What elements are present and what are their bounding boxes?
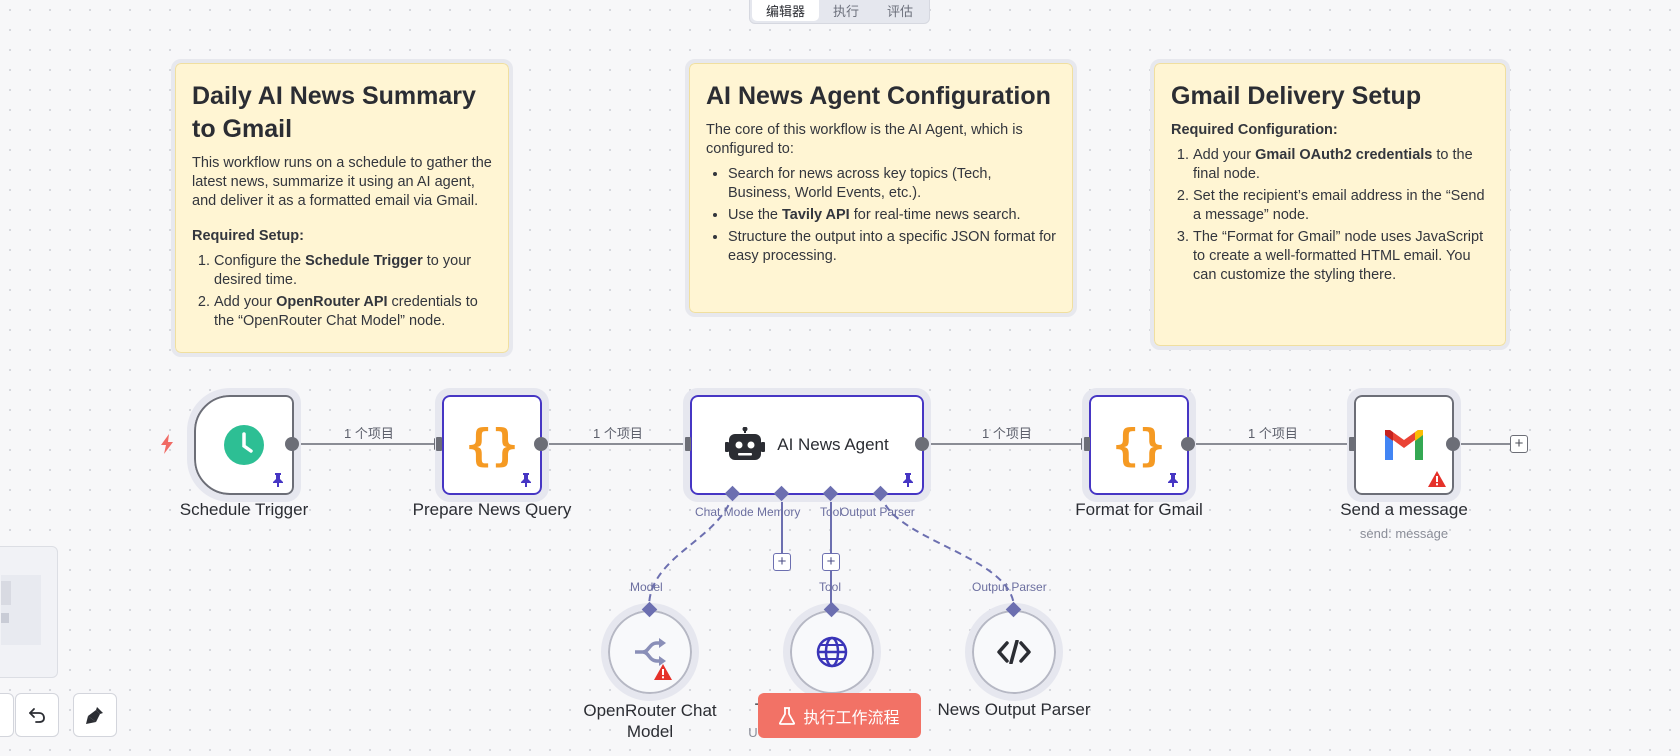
node-label-send-a-message: Send a message — [1340, 500, 1468, 519]
node-tavily-tool[interactable] — [783, 603, 881, 701]
node-ai-news-agent[interactable]: AI News Agent — [683, 388, 931, 502]
sub-label-model: Model — [630, 580, 663, 594]
output-port[interactable] — [915, 437, 929, 451]
node-prepare-news-query[interactable]: {} — [435, 388, 549, 502]
node-label-prepare-news-query: Prepare News Query — [412, 500, 572, 519]
undo-button[interactable] — [15, 693, 59, 737]
undo-icon — [29, 708, 45, 723]
sticky-summary-title: Daily AI News Summary to Gmail — [192, 82, 476, 143]
node-label-schedule-trigger: Schedule Trigger — [179, 500, 309, 519]
add-memory-button[interactable]: + — [773, 553, 791, 571]
node-label-news-output-parser: News Output Parser — [937, 700, 1091, 719]
sticky-summary-setup-heading: Required Setup: — [192, 228, 304, 244]
add-node-button[interactable]: + — [1510, 435, 1528, 453]
clock-icon — [224, 425, 264, 465]
minimap-block — [1, 613, 9, 623]
code-icon — [997, 640, 1031, 664]
input-port[interactable] — [1084, 437, 1090, 451]
node-label-openrouter-chat-model: OpenRouter Chat Model — [583, 701, 717, 741]
ai-agent-title: AI News Agent — [777, 435, 889, 454]
warning-icon — [654, 664, 672, 680]
sticky-agent-bullet: Search for news across key topics (Tech,… — [728, 165, 1056, 203]
output-port[interactable] — [285, 437, 299, 451]
sticky-note-gmail[interactable]: Gmail Delivery Setup Required Configurat… — [1150, 59, 1510, 350]
pin-icon — [1168, 473, 1178, 487]
add-tool-button[interactable]: + — [822, 553, 840, 571]
port-label-memory: Memory — [757, 505, 801, 519]
pin-icon — [273, 473, 283, 487]
execute-workflow-button[interactable]: 执行工作流程 — [758, 693, 921, 738]
openrouter-icon — [635, 638, 666, 666]
braces-icon: {} — [1112, 419, 1166, 471]
output-port[interactable] — [1181, 437, 1195, 451]
gmail-icon — [1385, 430, 1423, 460]
pin-icon — [521, 473, 531, 487]
warning-icon — [1428, 471, 1446, 487]
port-label-tool: Tool — [820, 505, 841, 519]
output-port[interactable] — [534, 437, 548, 451]
trigger-bolt-icon — [161, 434, 173, 454]
sticky-summary-step: Add your OpenRouter API credentials to t… — [214, 293, 492, 331]
wire-parser — [880, 493, 1015, 607]
node-news-output-parser[interactable] — [965, 603, 1063, 701]
sticky-gmail-title: Gmail Delivery Setup — [1171, 82, 1422, 110]
node-schedule-trigger[interactable] — [187, 388, 301, 502]
sticky-agent-bullet: Structure the output into a specific JSO… — [728, 228, 1056, 266]
tab-editor[interactable]: 编辑器 — [752, 0, 820, 21]
output-port[interactable] — [1446, 437, 1460, 451]
execute-workflow-label: 执行工作流程 — [803, 709, 900, 727]
sticky-summary-steps: Configure the Schedule Trigger to your d… — [192, 252, 492, 331]
node-format-for-gmail[interactable]: {} — [1082, 388, 1196, 502]
flask-icon — [779, 706, 796, 725]
tab-evaluations[interactable]: 评估 — [887, 4, 914, 19]
zoom-control-partial[interactable] — [0, 693, 14, 737]
node-openrouter-chat-model[interactable] — [601, 603, 699, 701]
connection-item-count: 1 个项目 — [982, 426, 1032, 441]
sticky-gmail-step: Set the recipient’s email address in the… — [1193, 187, 1489, 225]
sticky-gmail-heading: Required Configuration: — [1171, 122, 1338, 138]
pin-icon — [903, 473, 913, 487]
sub-label-output-parser: Output Parser — [972, 580, 1047, 594]
sticky-note-summary[interactable]: Daily AI News Summary to Gmail This work… — [171, 59, 513, 357]
braces-icon: {} — [465, 419, 519, 471]
robot-icon — [725, 427, 766, 460]
sticky-summary-step: Configure the Schedule Trigger to your d… — [214, 252, 492, 290]
sticky-agent-bullets: Search for news across key topics (Tech,… — [706, 165, 1056, 266]
sticky-agent-title: AI News Agent Configuration — [706, 82, 1051, 110]
sticky-gmail-step: Add your Gmail OAuth2 credentials to the… — [1193, 146, 1489, 184]
node-label-format-for-gmail: Format for Gmail — [1075, 500, 1203, 519]
sticky-gmail-steps: Add your Gmail OAuth2 credentials to the… — [1171, 146, 1489, 285]
connection-item-count: 1 个项目 — [344, 426, 394, 441]
input-port[interactable] — [436, 437, 442, 451]
input-port[interactable] — [685, 437, 691, 451]
tidy-up-button[interactable] — [73, 693, 117, 737]
connection-item-count: 1 个项目 — [593, 426, 643, 441]
wire-model — [648, 493, 734, 607]
sticky-summary-intro: This workflow runs on a schedule to gath… — [192, 155, 492, 209]
minimap-block — [1, 581, 11, 605]
port-label-output-parser: Output Parser — [840, 505, 915, 519]
broom-icon — [86, 707, 103, 724]
sticky-note-agent[interactable]: AI News Agent Configuration The core of … — [685, 59, 1077, 317]
globe-icon — [816, 636, 848, 668]
node-send-a-message[interactable] — [1347, 388, 1461, 502]
sticky-agent-bullet: Use the Tavily API for real-time news se… — [728, 206, 1056, 225]
sub-label-tool: Tool — [819, 580, 842, 594]
connection-item-count: 1 个项目 — [1248, 426, 1298, 441]
node-sublabel-send-a-message: send: message — [1359, 526, 1449, 541]
sticky-agent-intro: The core of this workflow is the AI Agen… — [706, 122, 1023, 157]
node-sublabel-tavily-partial: U — [748, 725, 758, 740]
minimap[interactable] — [0, 546, 58, 678]
tab-executions[interactable]: 执行 — [833, 4, 860, 19]
view-tabs: 编辑器 执行 评估 — [749, 0, 931, 24]
port-label-chat-model: Chat Model — [695, 505, 753, 519]
input-port[interactable] — [1349, 437, 1355, 451]
sticky-gmail-step: The “Format for Gmail” node uses JavaScr… — [1193, 228, 1489, 285]
